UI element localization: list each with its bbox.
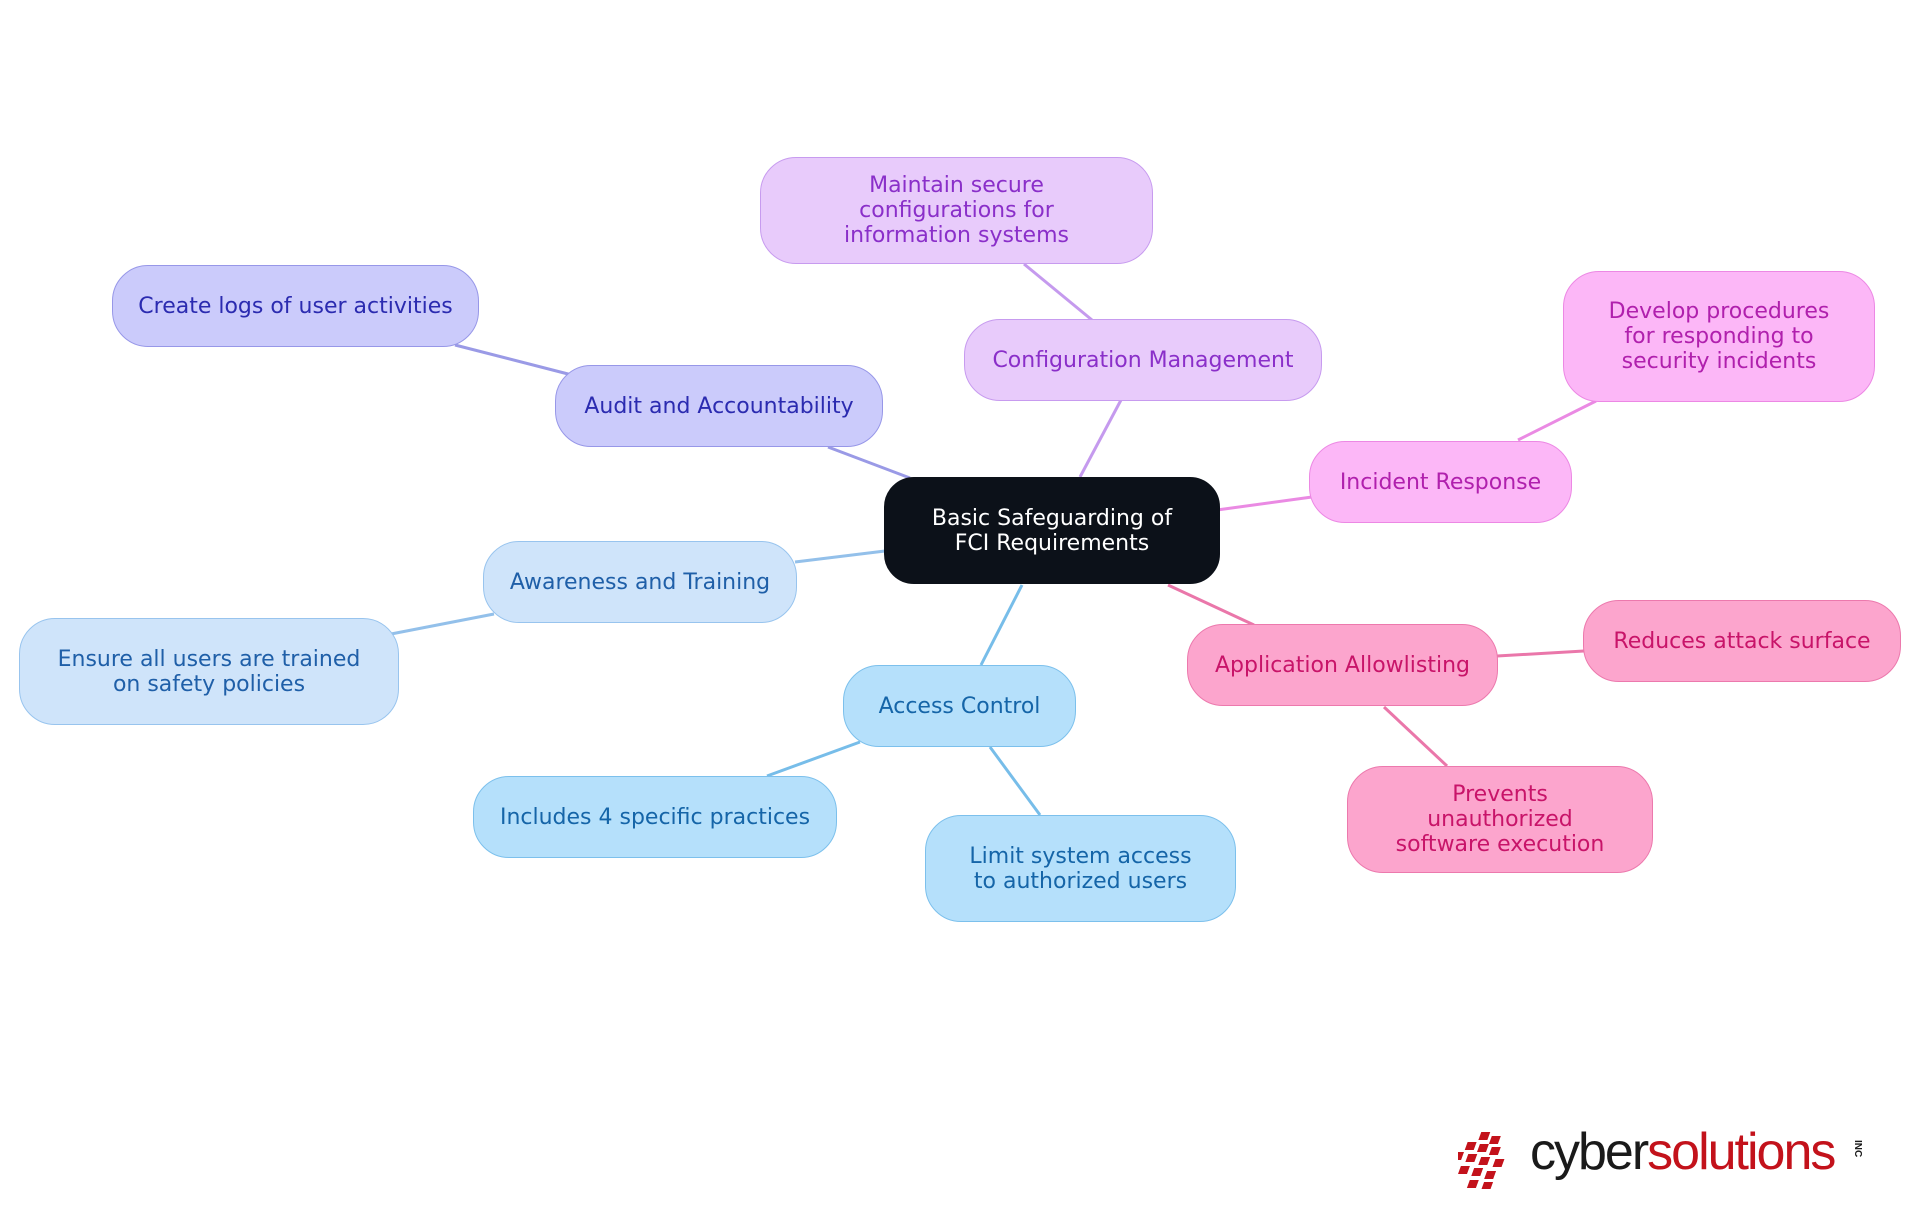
edge-root-incident bbox=[1216, 495, 1313, 512]
logo-wordmark: cybersolutions bbox=[1530, 1122, 1836, 1182]
detail-node-access-limit[interactable]: Limit system access to authorized users bbox=[925, 815, 1236, 922]
logo-text-cyber: cyber bbox=[1530, 1123, 1649, 1181]
logo-inc: INC bbox=[1852, 1140, 1863, 1158]
branch-node-config[interactable]: Configuration Management bbox=[964, 319, 1322, 401]
branch-label-config: Configuration Management bbox=[992, 347, 1294, 373]
detail-node-config-secure[interactable]: Maintain secure configurations for infor… bbox=[760, 157, 1153, 264]
edge-allowlist-detail-2 bbox=[1382, 705, 1449, 768]
root-node[interactable]: Basic Safeguarding of FCI Requirements bbox=[884, 477, 1220, 584]
logo-text-solutions: solutions bbox=[1647, 1123, 1836, 1181]
edge-access-detail-1 bbox=[766, 740, 861, 778]
branch-label-audit: Audit and Accountability bbox=[584, 393, 854, 419]
branch-node-allowlist[interactable]: Application Allowlisting bbox=[1187, 624, 1498, 706]
detail-node-incident-procedures[interactable]: Develop procedures for responding to sec… bbox=[1563, 271, 1875, 402]
detail-label-awareness-trained: Ensure all users are trained on safety p… bbox=[57, 646, 361, 697]
edge-audit-detail bbox=[454, 343, 573, 377]
detail-label-allowlist-surface: Reduces attack surface bbox=[1613, 628, 1871, 654]
detail-node-awareness-trained[interactable]: Ensure all users are trained on safety p… bbox=[19, 618, 399, 725]
edge-config-detail bbox=[1023, 262, 1093, 322]
branch-node-awareness[interactable]: Awareness and Training bbox=[483, 541, 797, 623]
detail-label-config-secure: Maintain secure configurations for infor… bbox=[844, 173, 1069, 248]
detail-label-access-limit: Limit system access to authorized users bbox=[969, 843, 1192, 894]
edge-allowlist-detail-1 bbox=[1496, 649, 1585, 658]
edge-incident-detail bbox=[1517, 399, 1597, 442]
detail-label-access-practices: Includes 4 specific practices bbox=[499, 804, 811, 830]
pixel-arrow-icon bbox=[1458, 1132, 1505, 1189]
detail-node-access-practices[interactable]: Includes 4 specific practices bbox=[473, 776, 837, 858]
detail-node-audit-logs[interactable]: Create logs of user activities bbox=[112, 265, 479, 347]
branch-label-allowlist: Application Allowlisting bbox=[1215, 652, 1470, 678]
edge-awareness-detail bbox=[390, 612, 495, 636]
edge-root-access bbox=[979, 584, 1024, 666]
branch-label-awareness: Awareness and Training bbox=[509, 569, 771, 595]
branch-node-incident[interactable]: Incident Response bbox=[1309, 441, 1572, 523]
detail-node-allowlist-surface[interactable]: Reduces attack surface bbox=[1583, 600, 1901, 682]
edge-root-allowlist bbox=[1167, 583, 1255, 627]
detail-node-allowlist-execution[interactable]: Prevents unauthorized software execution bbox=[1347, 766, 1653, 873]
branch-label-access: Access Control bbox=[878, 693, 1041, 719]
edge-root-config bbox=[1078, 399, 1123, 478]
root-label: Basic Safeguarding of FCI Requirements bbox=[931, 505, 1173, 556]
branch-node-audit[interactable]: Audit and Accountability bbox=[555, 365, 883, 447]
edge-access-detail-2 bbox=[988, 746, 1042, 816]
edge-root-audit bbox=[827, 445, 911, 480]
branch-label-incident: Incident Response bbox=[1339, 469, 1542, 495]
edge-root-awareness bbox=[794, 549, 886, 564]
detail-label-allowlist-execution: Prevents unauthorized software execution bbox=[1395, 782, 1605, 857]
branch-node-access[interactable]: Access Control bbox=[843, 665, 1076, 747]
detail-label-incident-procedures: Develop procedures for responding to sec… bbox=[1608, 299, 1830, 374]
detail-label-audit-logs: Create logs of user activities bbox=[138, 293, 453, 319]
cybersolutions-logo: cybersolutions INC bbox=[1458, 1120, 1878, 1192]
